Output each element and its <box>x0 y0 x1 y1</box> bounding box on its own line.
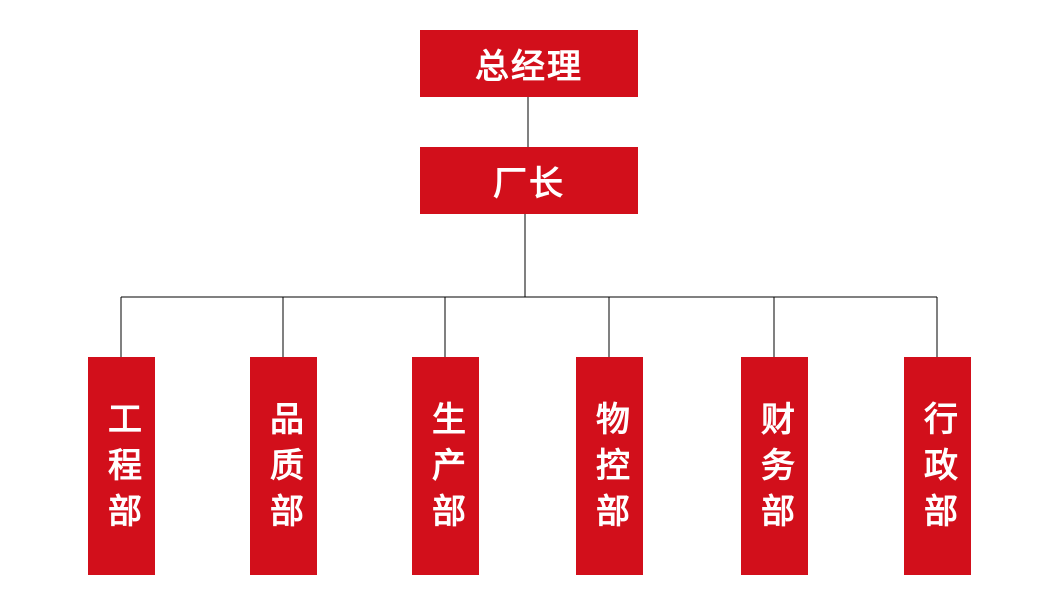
department-box-finance: 财务部 <box>741 357 808 575</box>
factory-director-box: 厂长 <box>420 147 638 214</box>
department-label: 工程部 <box>101 401 142 539</box>
general-manager-box: 总经理 <box>420 30 638 97</box>
department-label: 财务部 <box>754 401 795 539</box>
department-box-production: 生产部 <box>412 357 479 575</box>
department-label: 生产部 <box>425 401 466 539</box>
department-label: 品质部 <box>263 401 304 539</box>
department-box-administration: 行政部 <box>904 357 971 575</box>
department-label: 物控部 <box>589 401 630 539</box>
department-box-engineering: 工程部 <box>88 357 155 575</box>
department-box-quality: 品质部 <box>250 357 317 575</box>
factory-director-label: 厂长 <box>493 164 565 204</box>
department-label: 行政部 <box>917 401 958 539</box>
general-manager-label: 总经理 <box>475 47 583 87</box>
department-box-material-control: 物控部 <box>576 357 643 575</box>
